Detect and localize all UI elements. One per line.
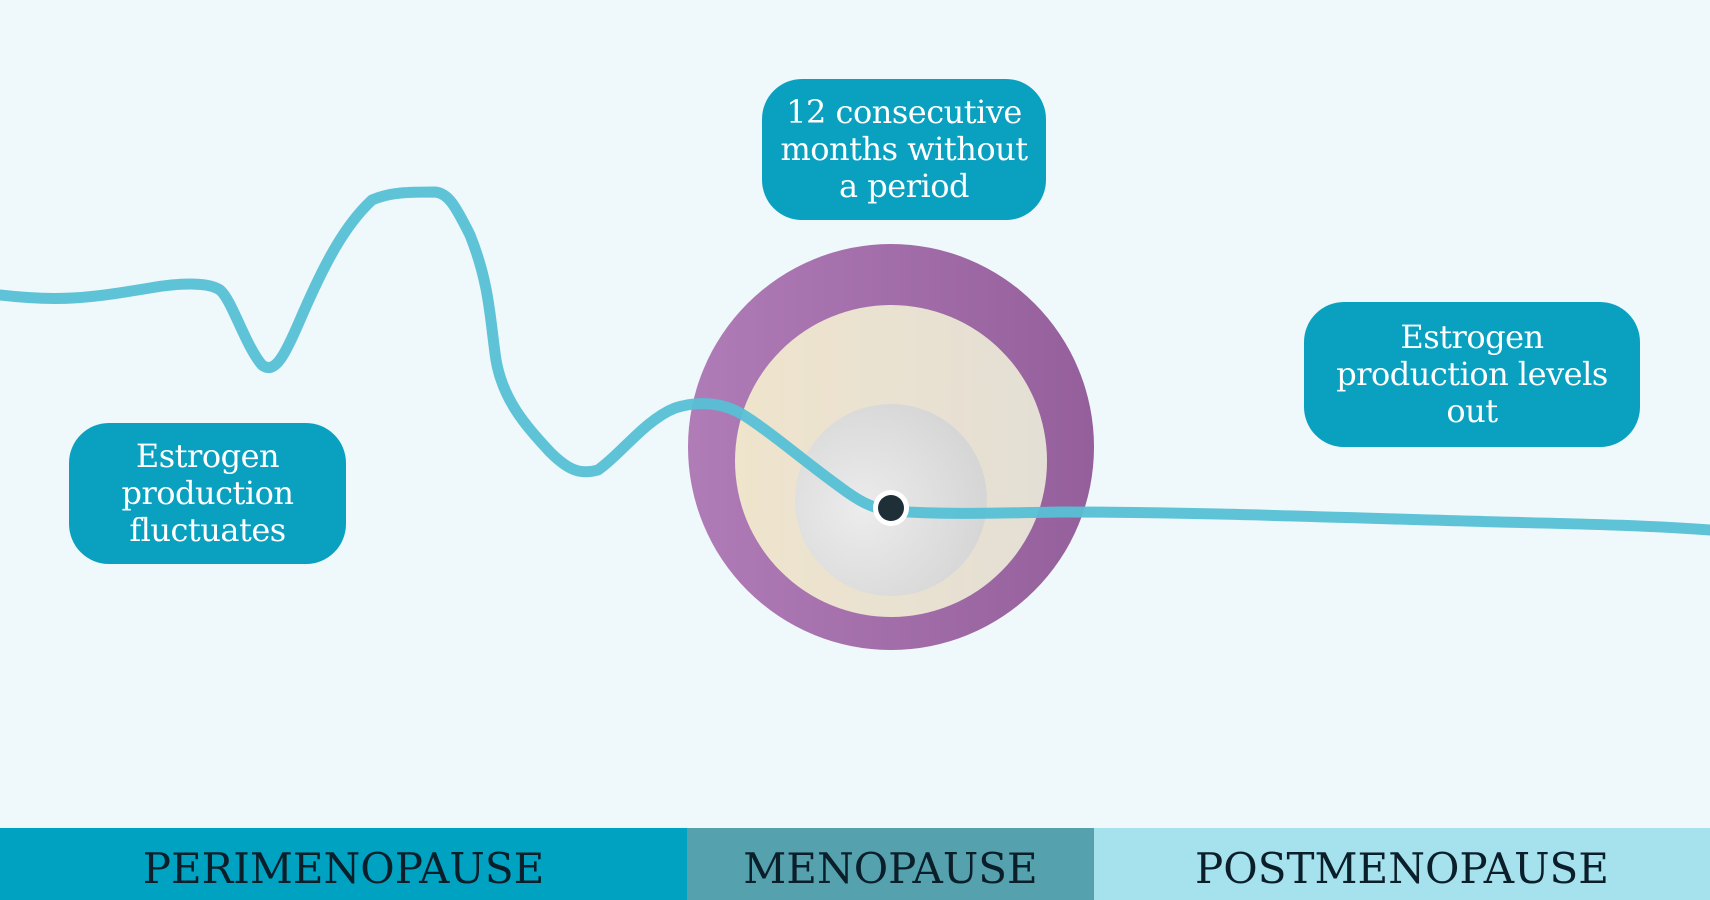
- callout-estrogen-fluctuates-text: Estrogen production fluctuates: [121, 437, 294, 549]
- callout-line: Estrogen: [135, 437, 280, 475]
- phase-bar: PERIMENOPAUSE MENOPAUSE POSTMENOPAUSE: [0, 828, 1710, 900]
- callout-line: fluctuates: [129, 511, 286, 549]
- callout-line: production levels: [1336, 355, 1608, 393]
- callout-menopause-definition: 12 consecutive months without a period: [762, 79, 1046, 220]
- callout-line: production: [121, 474, 294, 512]
- menopause-marker-dot: [878, 495, 904, 521]
- callout-line: out: [1446, 392, 1498, 430]
- phase-postmenopause: POSTMENOPAUSE: [1094, 828, 1710, 900]
- callout-menopause-definition-text: 12 consecutive months without a period: [780, 93, 1028, 205]
- estrogen-curve: [0, 186, 1710, 536]
- phase-perimenopause: PERIMENOPAUSE: [0, 828, 687, 900]
- callout-estrogen-levels-out-text: Estrogen production levels out: [1336, 319, 1608, 430]
- phase-menopause: MENOPAUSE: [687, 828, 1094, 900]
- callout-estrogen-fluctuates: Estrogen production fluctuates: [69, 423, 346, 564]
- callout-line: 12 consecutive: [786, 93, 1022, 131]
- callout-estrogen-levels-out: Estrogen production levels out: [1304, 302, 1640, 447]
- callout-line: a period: [839, 167, 969, 205]
- callout-line: months without: [780, 130, 1028, 168]
- callout-line: Estrogen: [1400, 318, 1544, 356]
